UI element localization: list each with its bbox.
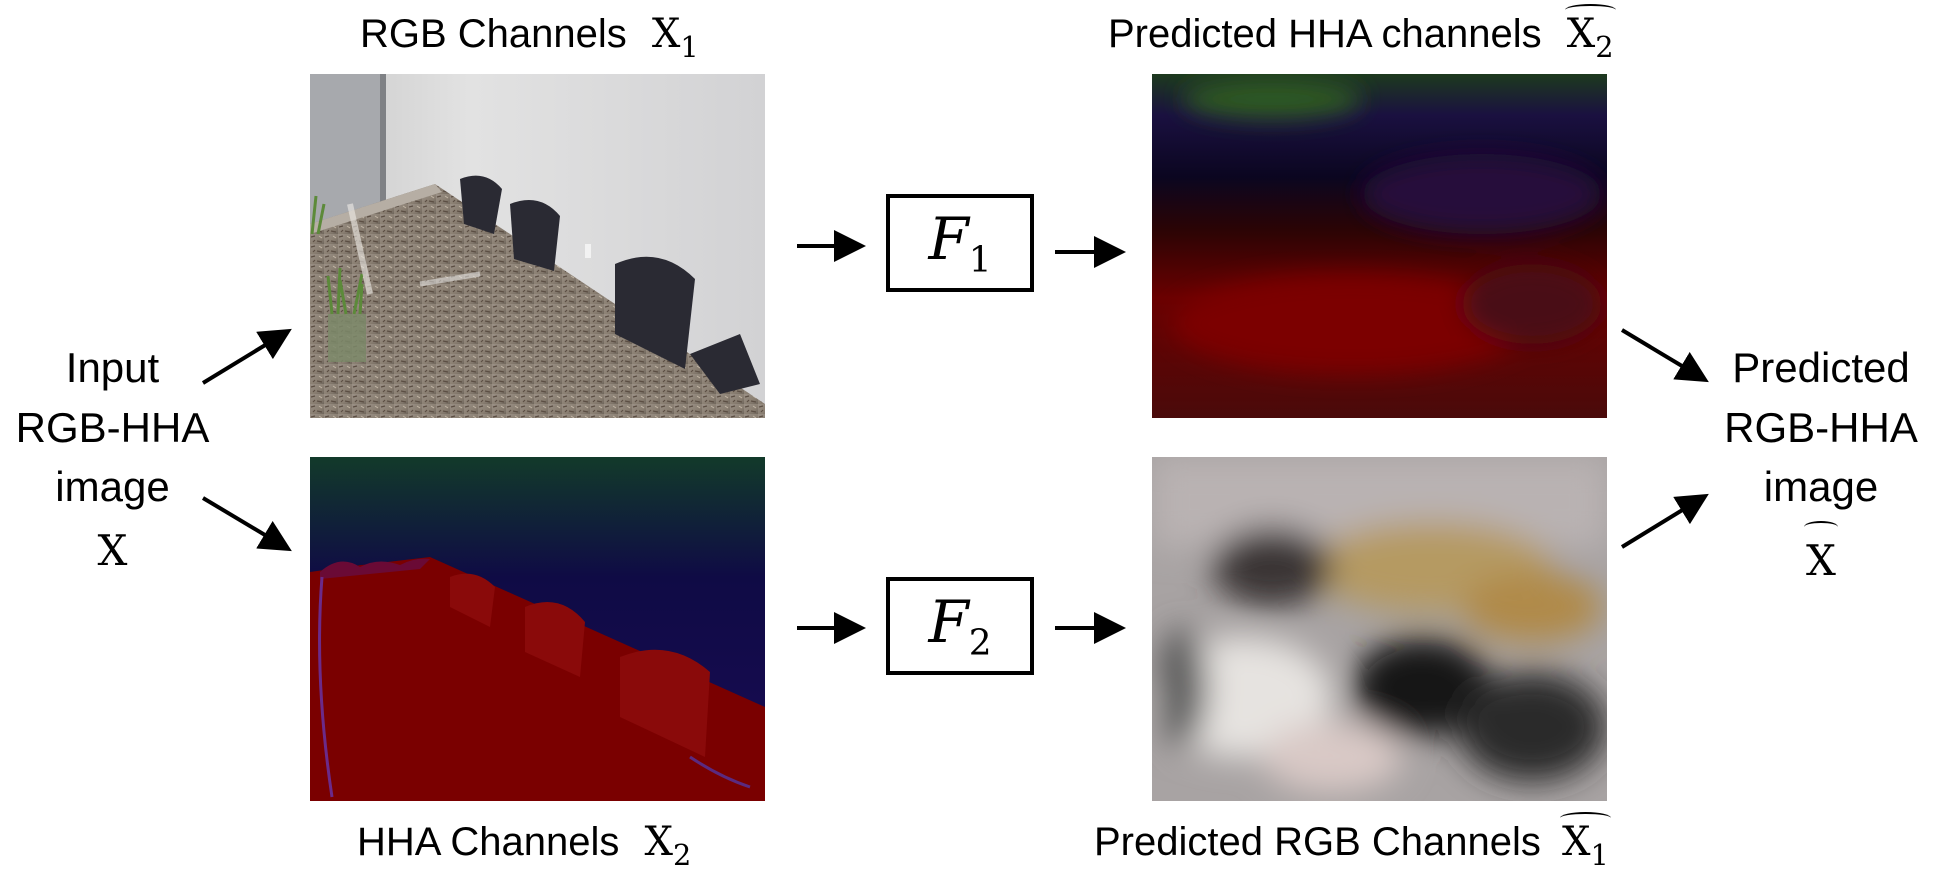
predicted-rgb-image bbox=[1152, 457, 1607, 801]
x2-hat-symbol: X2 bbox=[1564, 4, 1616, 65]
output-x-hat-symbol: X bbox=[1804, 520, 1838, 591]
input-x-symbol: X bbox=[97, 525, 128, 575]
f1-symbol: F1 bbox=[928, 205, 992, 281]
rgb-channels-caption: RGB Channels X1 bbox=[360, 11, 699, 65]
x1-hat-symbol: X1 bbox=[1560, 812, 1611, 873]
predicted-hha-caption: Predicted HHA channels X2 bbox=[1108, 4, 1616, 65]
arrow-input-to-rgb bbox=[201, 328, 292, 385]
x2-symbol: X2 bbox=[644, 819, 692, 873]
hha-channels-caption: HHA Channels X2 bbox=[357, 819, 692, 873]
output-label: Predicted RGB-HHA image X bbox=[1716, 338, 1926, 591]
arrow-pred-hha-to-output bbox=[1620, 328, 1709, 383]
arrow-input-to-hha bbox=[201, 496, 292, 552]
rgb-image bbox=[310, 74, 765, 418]
hha-image bbox=[310, 457, 765, 801]
predicted-hha-image bbox=[1152, 74, 1607, 418]
x1-symbol: X1 bbox=[651, 11, 699, 65]
arrow-pred-rgb-to-output bbox=[1620, 493, 1709, 549]
input-label: Input RGB-HHA image X bbox=[10, 338, 215, 581]
f2-function-box: F2 bbox=[886, 577, 1034, 675]
f2-symbol: F2 bbox=[928, 588, 992, 664]
f1-function-box: F1 bbox=[886, 194, 1034, 292]
predicted-rgb-caption: Predicted RGB Channels X1 bbox=[1094, 812, 1611, 873]
